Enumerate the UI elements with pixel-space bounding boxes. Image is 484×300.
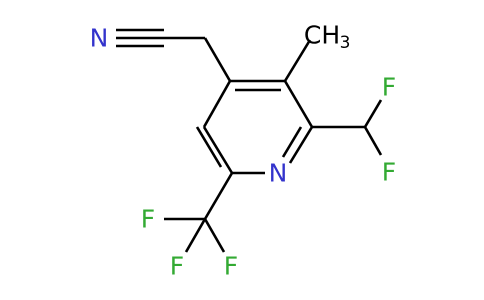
atom-methyl: CH 3 <box>304 21 351 54</box>
atom-f-difluoro-bottom: F <box>382 158 396 187</box>
methyl-subscript: 3 <box>340 33 351 53</box>
bond-cf3-f-bottom-right <box>203 218 226 253</box>
atom-f-cf3-bottom-left: F <box>170 252 184 281</box>
atom-f-difluoro-top: F <box>382 73 396 102</box>
atom-f-cf3-left: F <box>141 205 155 234</box>
atom-nitrile-n: N <box>90 24 109 53</box>
bond-ch2-ring-c4 <box>203 37 232 82</box>
bond-ring-c3-methyl <box>283 39 312 82</box>
atom-f-cf3-bottom-right: F <box>224 252 238 281</box>
pyridine-ring <box>195 79 314 175</box>
atom-ring-n: N <box>269 159 288 188</box>
bond-ring-c6-cf3 <box>203 172 234 220</box>
bond-chf2-f-bottom <box>363 126 383 156</box>
bond-chf2-f-top <box>363 99 383 128</box>
nitrile-triple-bond <box>116 28 164 48</box>
bond-cf3-f-bottom-left <box>184 218 207 253</box>
svg-text:CH: CH <box>304 21 340 50</box>
